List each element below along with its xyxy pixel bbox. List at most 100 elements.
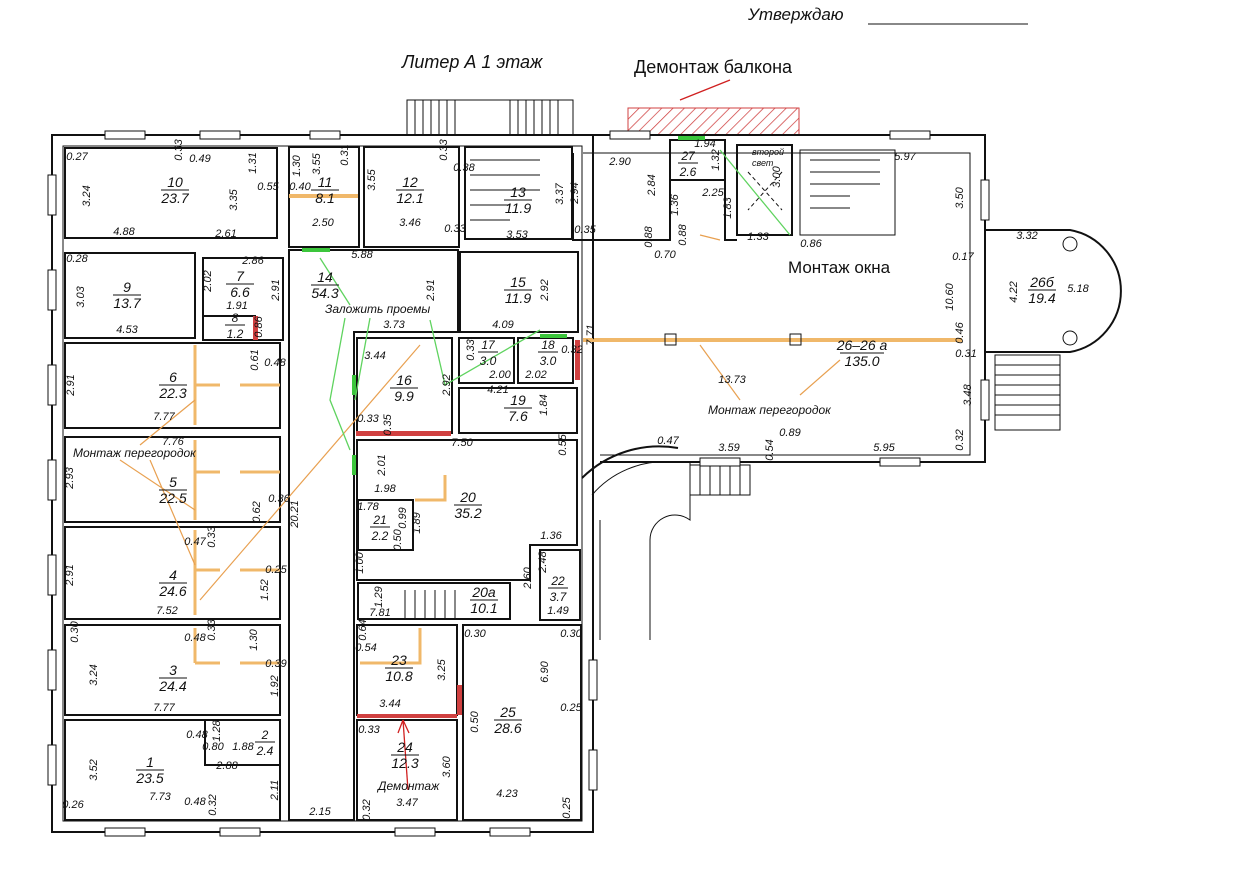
note-partitions-right: Монтаж перегородок [708, 403, 832, 417]
dimension-label: 0.48 [184, 632, 206, 644]
dimension-label: 2.02 [524, 369, 546, 381]
dimension-label: 0.70 [654, 249, 676, 261]
room-number: 19 [510, 392, 526, 408]
dimension-label: 13.73 [718, 374, 746, 386]
dimension-label: 1.32 [710, 149, 722, 170]
dimension-label: 0.50 [469, 710, 481, 732]
dimension-label: 1.91 [226, 300, 247, 312]
room-area: 3.7 [550, 590, 568, 604]
room-area: 19.4 [1028, 290, 1055, 306]
dimension-label: 7.71 [585, 324, 597, 345]
dimension-label: 2.91 [425, 279, 437, 301]
room-number: 22 [550, 574, 565, 588]
dimension-label: 3.73 [383, 319, 405, 331]
dimension-label: 1.36 [669, 193, 681, 215]
dimension-label: 0.33 [438, 138, 450, 160]
dimension-label: 0.32 [954, 429, 966, 450]
dimension-label: 1.89 [411, 512, 423, 533]
room-area: 28.6 [493, 720, 521, 736]
dimension-label: 2.86 [241, 255, 264, 267]
dimension-label: 0.48 [264, 357, 286, 369]
dimension-label: 3.44 [379, 698, 400, 710]
dimension-label: 0.62 [251, 501, 263, 522]
dimension-label: 0.35 [382, 413, 394, 435]
dimension-label: 4.88 [113, 226, 135, 238]
dimension-label: 1.33 [747, 231, 769, 243]
dimension-label: 0.40 [289, 181, 311, 193]
dimension-label: 0.33 [206, 618, 218, 640]
dimension-label: 1.94 [694, 138, 715, 150]
balcony-demolition-area [627, 107, 800, 136]
walls [51, 134, 1122, 833]
room-number: 2 [261, 728, 269, 742]
markup-lines [119, 136, 841, 791]
room-area: 12.3 [391, 755, 418, 771]
dimension-label: 3.32 [1016, 230, 1037, 242]
dimension-label: 5.95 [873, 442, 895, 454]
dimension-label: 1.30 [248, 628, 260, 650]
dimension-label: 1.84 [538, 394, 550, 415]
dimension-label: 3.55 [311, 152, 323, 174]
dimension-label: 3.48 [962, 383, 974, 405]
dimension-label: 0.47 [657, 435, 679, 447]
dimension-label: 0.39 [265, 658, 286, 670]
dimension-label: 0.30 [69, 620, 81, 642]
dimension-label: 0.86 [800, 238, 822, 250]
dimension-label: 0.38 [453, 162, 475, 174]
room-number: 23 [390, 652, 407, 668]
note-partitions-left: Монтаж перегородок [73, 446, 197, 460]
room-area: 22.3 [158, 385, 186, 401]
dimension-label: 4.23 [496, 788, 518, 800]
dimension-label: 7.52 [156, 605, 177, 617]
dimension-label: 1.29 [373, 586, 385, 607]
dimension-label: 5.88 [351, 249, 373, 261]
dimension-label: 1.36 [540, 530, 562, 542]
dimension-label: 3.55 [366, 168, 378, 190]
dimension-label: 0.86 [253, 315, 265, 337]
dimension-label: 6.90 [539, 660, 551, 682]
room-area: 22.5 [158, 490, 186, 506]
dimension-label: 3.35 [228, 188, 240, 210]
room-area: 3.0 [540, 354, 557, 368]
room-area: 2.4 [256, 744, 274, 758]
dimension-label: 3.59 [718, 442, 739, 454]
dimension-label: 0.47 [184, 536, 206, 548]
dimension-label: 0.49 [189, 153, 210, 165]
dimension-label: 0.48 [186, 729, 208, 741]
room-number: 15 [510, 274, 526, 290]
room-area: 3.0 [480, 354, 497, 368]
dimension-label: 2.90 [608, 156, 631, 168]
dimension-label: 0.32 [561, 344, 582, 356]
room-number: 25 [499, 704, 516, 720]
room-number: 24 [396, 739, 413, 755]
dimension-label: 2.93 [64, 466, 76, 489]
dimension-label: 3.03 [75, 285, 87, 307]
room-number: 26–26 а [836, 337, 888, 353]
room-number: 14 [317, 269, 333, 285]
dimension-label: 0.30 [464, 628, 486, 640]
room-area: 10.8 [385, 668, 412, 684]
dimension-label: 2.25 [701, 187, 724, 199]
room-number: 3 [169, 662, 177, 678]
plan-title: Литер А 1 этаж [401, 52, 544, 72]
dimension-label: 2.84 [646, 174, 658, 196]
note-window-install: Монтаж окна [788, 258, 891, 277]
dimension-label: 1.30 [291, 154, 303, 176]
dimension-label: 0.33 [444, 223, 466, 235]
dimension-label: 1.49 [547, 605, 568, 617]
room-area: 2.6 [679, 165, 697, 179]
dimension-label: 5.18 [1067, 283, 1089, 295]
dimension-label: 0.17 [952, 251, 974, 263]
dimension-label: 0.99 [397, 507, 409, 528]
dimension-label: 0.88 [677, 223, 689, 245]
dimension-label: 2.91 [64, 564, 76, 586]
room-number: 21 [372, 513, 386, 527]
dimension-label: 3.37 [554, 182, 566, 204]
room-area: 11.9 [505, 290, 531, 306]
note-balcony-demolition: Демонтаж балкона [634, 57, 793, 77]
dimension-label: 0.33 [173, 138, 185, 160]
dimension-label: 0.61 [249, 349, 261, 370]
